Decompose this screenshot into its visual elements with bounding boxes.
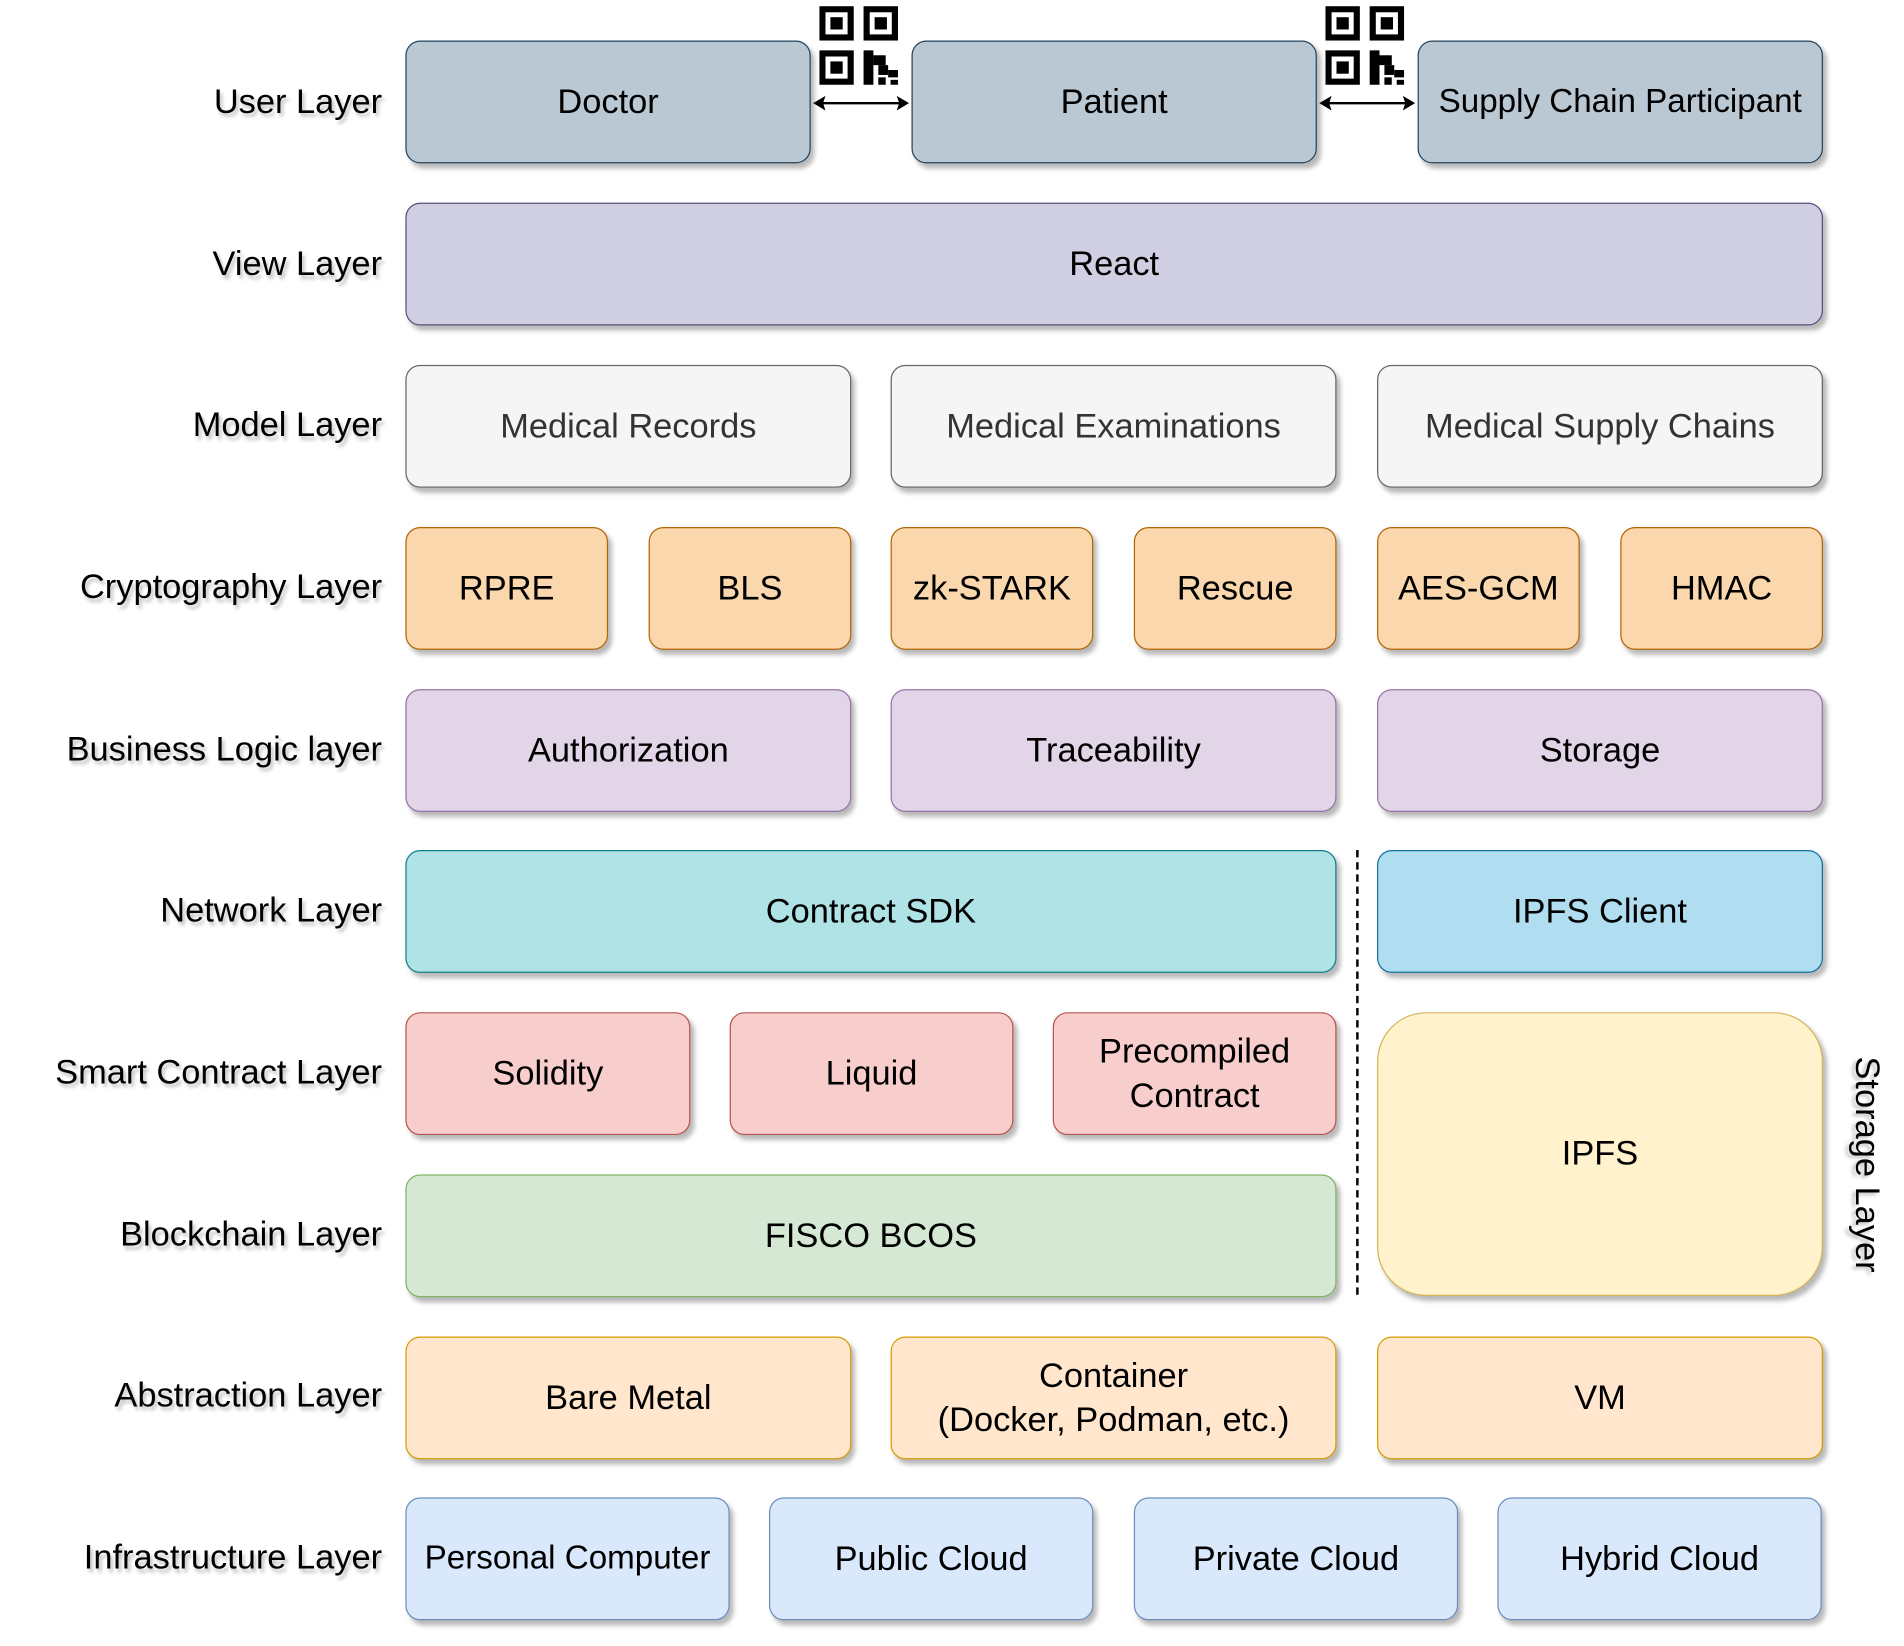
qr-code-icon xyxy=(1325,6,1405,85)
storage-divider xyxy=(1356,850,1359,1295)
double-arrow-icon xyxy=(1319,95,1416,111)
ipfs-box: IPFS xyxy=(1377,1012,1823,1296)
double-arrow-icon xyxy=(813,95,910,111)
zk-stark-box: zk-STARK xyxy=(890,526,1094,650)
supply-chain-participant-box: Supply Chain Participant xyxy=(1417,40,1823,164)
doctor-box: Doctor xyxy=(405,40,811,164)
business-layer-label: Business Logic layer xyxy=(66,729,383,768)
smart-contract-layer-label: Smart Contract Layer xyxy=(55,1052,383,1091)
medical-supply-chains-box: Medical Supply Chains xyxy=(1377,364,1823,488)
medical-examinations-box: Medical Examinations xyxy=(890,364,1337,488)
aes-gcm-box: AES-GCM xyxy=(1377,526,1580,650)
fisco-bcos-box: FISCO BCOS xyxy=(405,1174,1337,1298)
hmac-box: HMAC xyxy=(1620,526,1823,650)
liquid-box: Liquid xyxy=(729,1012,1014,1136)
authorization-box: Authorization xyxy=(405,689,852,812)
abstraction-layer-label: Abstraction Layer xyxy=(114,1375,383,1414)
contract-sdk-box: Contract SDK xyxy=(405,850,1337,973)
storage-box: Storage xyxy=(1377,689,1823,812)
container-box: Container (Docker, Podman, etc.) xyxy=(890,1336,1337,1460)
ipfs-client-box: IPFS Client xyxy=(1377,850,1823,973)
crypto-layer-label: Cryptography Layer xyxy=(79,567,383,606)
blockchain-layer-label: Blockchain Layer xyxy=(120,1214,383,1253)
traceability-box: Traceability xyxy=(890,689,1337,812)
bls-box: BLS xyxy=(648,526,852,650)
rpre-box: RPRE xyxy=(405,526,609,650)
bare-metal-box: Bare Metal xyxy=(405,1336,852,1460)
user-layer-label: User Layer xyxy=(213,82,383,121)
personal-computer-box: Personal Computer xyxy=(405,1497,730,1621)
rescue-box: Rescue xyxy=(1133,526,1337,650)
precompiled-contract-box: Precompiled Contract xyxy=(1052,1012,1337,1136)
qr-code-icon xyxy=(819,6,898,85)
view-layer-label: View Layer xyxy=(212,244,383,283)
hybrid-cloud-box: Hybrid Cloud xyxy=(1497,1497,1822,1621)
vm-box: VM xyxy=(1377,1336,1823,1460)
storage-layer-label: Storage Layer xyxy=(1848,1056,1887,1273)
public-cloud-box: Public Cloud xyxy=(768,1497,1094,1621)
solidity-box: Solidity xyxy=(405,1012,691,1136)
model-layer-label: Model Layer xyxy=(192,405,383,444)
patient-box: Patient xyxy=(911,40,1317,164)
infrastructure-layer-label: Infrastructure Layer xyxy=(83,1537,383,1577)
network-layer-label: Network Layer xyxy=(160,890,383,929)
react-box: React xyxy=(405,202,1823,326)
private-cloud-box: Private Cloud xyxy=(1133,1497,1459,1621)
medical-records-box: Medical Records xyxy=(405,364,852,488)
